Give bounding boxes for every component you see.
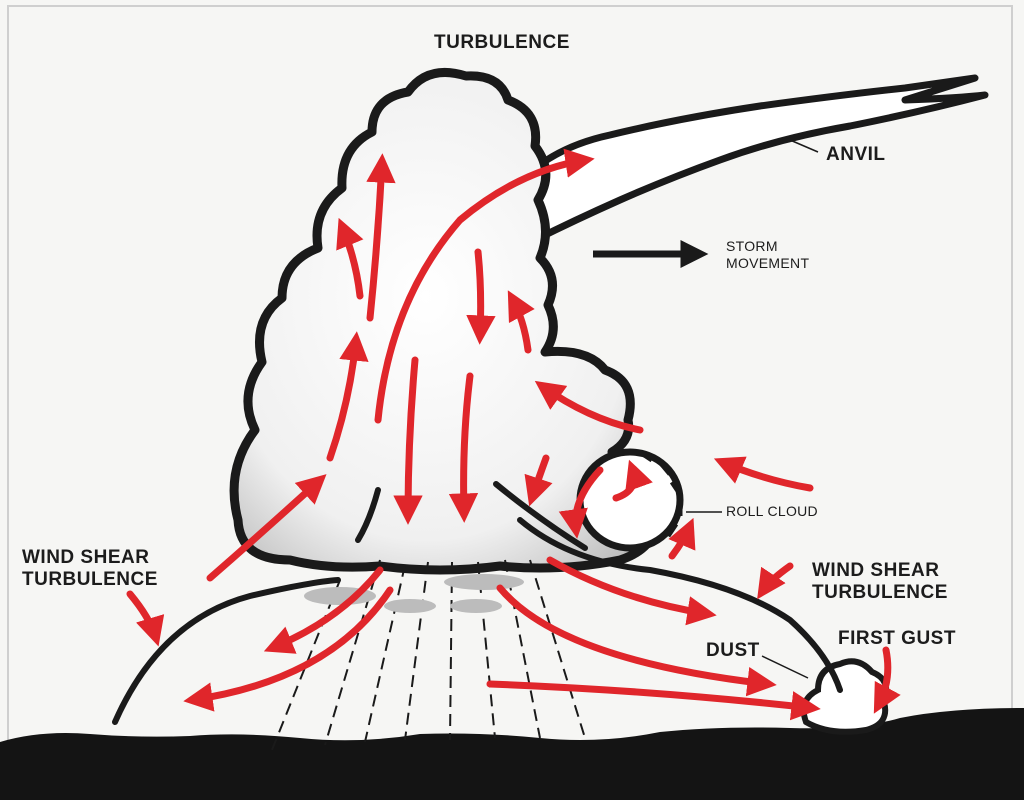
airflow-arrow [558,466,604,539]
airflow-arrow [336,217,364,300]
dust-label: DUST [706,640,760,661]
rain-shafts [269,559,586,756]
airflow-arrow [486,680,821,721]
cumulonimbus-cloud [229,67,665,575]
airflow-arrow [374,148,595,424]
airflow-arrow [496,584,777,697]
airflow-arrows [126,148,901,721]
airflow-arrow [366,153,396,322]
wind-shear-left-line2: TURBULENCE [22,569,158,590]
airflow-arrow [263,566,384,654]
gust-front-boundary-right [517,517,843,693]
dust-leader [761,655,809,679]
airflow-arrow [757,562,794,600]
anvil-cloud [501,74,989,244]
gust-front-boundary [112,577,341,725]
storm-movement-line2: MOVEMENT [726,255,810,271]
airflow-arrow [668,517,696,560]
anvil-leader [789,139,819,153]
airflow-arrow [393,356,423,525]
airflow-arrow [534,380,644,434]
roll-cloud-label: ROLL CLOUD [726,503,818,519]
wind-shear-right-label: WIND SHEAR TURBULENCE [812,560,948,604]
airflow-arrow [326,331,369,462]
turbulence-label: TURBULENCE [434,32,570,53]
roll-cloud [576,448,684,552]
airflow-arrow [524,454,553,507]
storm-movement-label: STORM MOVEMENT [726,238,809,272]
airflow-arrow [713,456,814,492]
first-gust-label: FIRST GUST [838,628,956,649]
updraft-boundary-left [355,487,381,543]
ground [0,708,1024,800]
anvil-label: ANVIL [826,144,886,165]
airflow-arrow [466,248,496,345]
airflow-arrow [507,290,535,354]
airflow-arrow [126,590,165,647]
airflow-arrow [612,459,653,502]
storm-movement-line1: STORM [726,238,778,254]
wind-shear-left-line1: WIND SHEAR [22,547,150,568]
airflow-arrow [873,646,901,714]
dust-cloud [800,658,890,735]
wind-shear-left-label: WIND SHEAR TURBULENCE [22,547,158,591]
wind-shear-right-line1: WIND SHEAR [812,560,940,581]
airflow-arrow [206,474,327,582]
airflow-arrow [546,556,717,626]
wind-shear-right-line2: TURBULENCE [812,582,948,603]
airflow-arrow [183,586,394,712]
airflow-arrow [448,372,479,523]
updraft-boundary-right [493,481,588,551]
